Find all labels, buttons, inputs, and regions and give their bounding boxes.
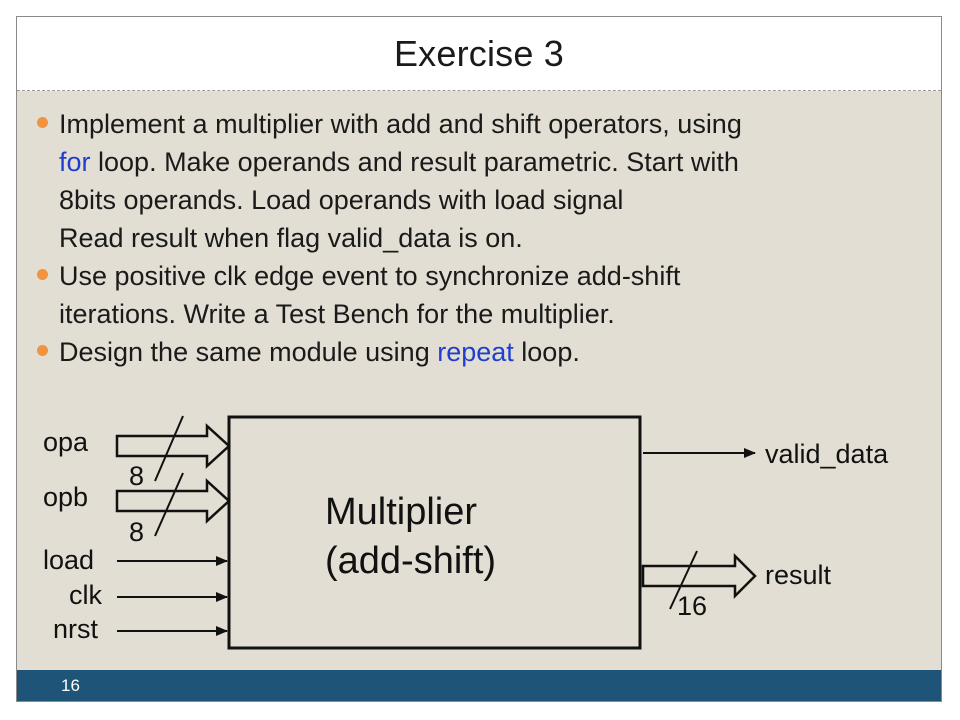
opa-width-label: 8 (129, 461, 144, 491)
block-label-line1: Multiplier (325, 491, 477, 533)
opb-bus-slash (154, 472, 184, 537)
bullet-line: Design the same module using repeat loop… (59, 337, 580, 367)
result-width-label: 16 (677, 591, 707, 621)
bullet-dot-icon (37, 117, 48, 128)
result-label: result (765, 560, 832, 590)
result-bus-arrow (641, 552, 757, 600)
bullet-dot-icon (37, 345, 48, 356)
bullet-line: Read result when flag valid_data is on. (59, 223, 523, 253)
opb-bus-arrow (115, 478, 231, 524)
bullet-line: Use positive clk edge event to synchroni… (59, 261, 681, 291)
slide-title: Exercise 3 (393, 32, 565, 74)
bullet-item: Design the same module using repeat loop… (37, 333, 917, 371)
title-bar: Exercise 3 (17, 17, 941, 91)
bullet-line: iterations. Write a Test Bench for the m… (59, 299, 615, 329)
keyword-for: for (59, 147, 91, 177)
bullet-line: 8bits operands. Load operands with load … (59, 185, 624, 215)
bullet-dot-icon (37, 269, 48, 280)
result-bus-slash (669, 550, 698, 610)
nrst-label: nrst (53, 614, 99, 644)
load-label: load (43, 545, 94, 575)
bullet-item: Implement a multiplier with add and shif… (37, 105, 917, 257)
opb-width-label: 8 (129, 517, 144, 547)
bullet-list: Implement a multiplier with add and shif… (37, 105, 917, 371)
slide-frame: Exercise 3 Implement a multiplier with a… (16, 16, 942, 702)
opb-label: opb (43, 482, 88, 512)
clk-label: clk (69, 580, 102, 610)
opa-label: opa (43, 427, 89, 457)
slide-footer: 16 (17, 670, 941, 701)
bullet-line: Implement a multiplier with add and shif… (59, 109, 742, 139)
multiplier-diagram: Multiplier (add-shift) opa 8 opb 8 load … (43, 415, 889, 650)
opa-bus-arrow (115, 423, 231, 469)
block-label-line2: (add-shift) (325, 540, 496, 582)
multiplier-block (227, 415, 642, 650)
opa-bus-slash (154, 415, 184, 482)
bullet-item: Use positive clk edge event to synchroni… (37, 257, 917, 333)
bullet-line: for loop. Make operands and result param… (59, 147, 739, 177)
page-number: 16 (61, 675, 80, 695)
keyword-repeat: repeat (437, 337, 514, 367)
valid-data-label: valid_data (765, 439, 889, 469)
slide-content: Implement a multiplier with add and shif… (17, 91, 941, 672)
